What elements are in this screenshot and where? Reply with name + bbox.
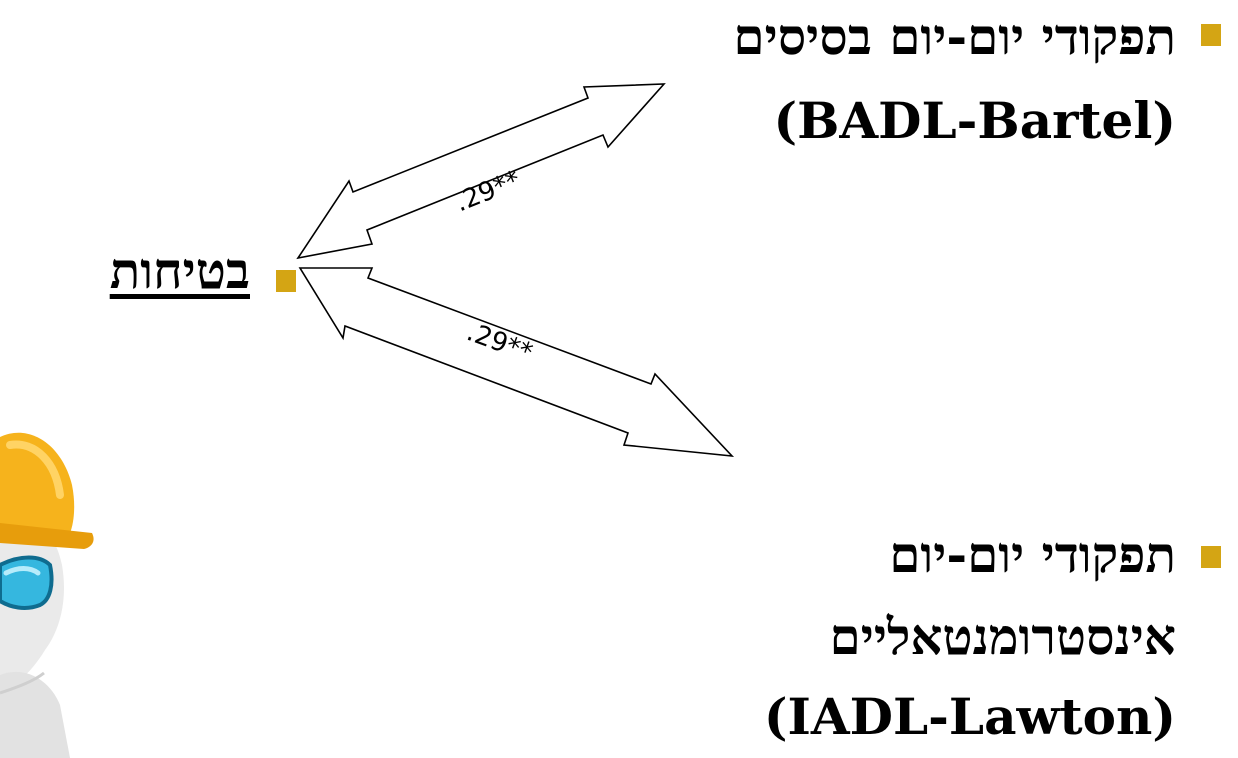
badl-title-line2: (BADL-Bartel) (773, 91, 1176, 150)
bullet-badl (1201, 24, 1221, 46)
badl-title-line1: תפקודי יום-יום בסיסים (733, 7, 1176, 66)
iadl-title-line3: (IADL-Lawton) (763, 687, 1176, 746)
arrow-safety-iadl (298, 267, 735, 458)
construction-worker-figure-icon (0, 432, 94, 758)
arrow-safety-badl (296, 83, 666, 260)
bullet-iadl (1201, 546, 1221, 568)
iadl-title-line1: תפקודי יום-יום (889, 525, 1176, 584)
safety-label: בטיחות (109, 241, 250, 300)
iadl-title-line2: אינסטרומנטאליים (829, 607, 1176, 666)
bullet-safety (276, 270, 296, 292)
